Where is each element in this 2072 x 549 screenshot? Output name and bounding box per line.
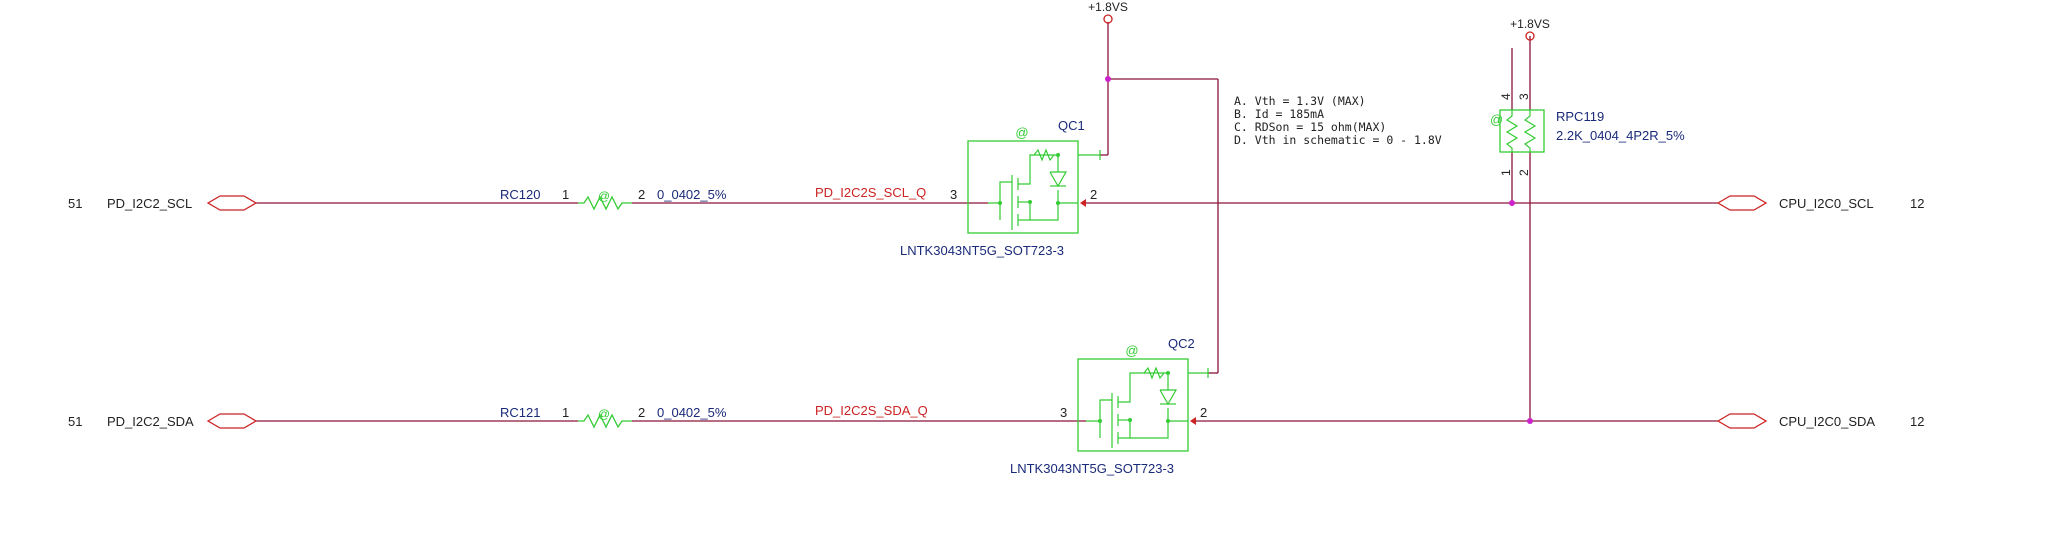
resistor-pack-pin1: 1 (1499, 169, 1513, 176)
power-label: +1.8VS (1510, 17, 1550, 31)
resistor-pack-rpc119: @ 4 3 1 2 RPC119 2.2K_0404_4P2R_5% (1490, 93, 1685, 176)
nmos-transistor-icon (1086, 366, 1209, 448)
port-sheet-number: 12 (1910, 414, 1924, 429)
mosfet-pin3: 3 (1060, 405, 1067, 420)
nmos-transistor-icon (988, 148, 1101, 230)
mosfet-at-marker: @ (1015, 125, 1028, 140)
resistor-pin1: 1 (562, 405, 569, 420)
mosfet-body (1077, 358, 1189, 452)
power-symbol-left: +1.8VS (1088, 0, 1128, 24)
wires (256, 22, 1718, 422)
mosfet-pin2: 2 (1200, 405, 1207, 420)
port-name: PD_I2C2_SDA (107, 414, 194, 429)
resistor-zigzag-icon (1505, 110, 1519, 152)
mosfet-pin3: 3 (950, 187, 957, 202)
resistor-zigzag-icon (578, 413, 632, 429)
resistor-pack-pin2: 2 (1517, 169, 1531, 176)
port-name: CPU_I2C0_SDA (1779, 414, 1875, 429)
port-sheet-number: 51 (68, 414, 82, 429)
net-label-sda-q: PD_I2C2S_SDA_Q (815, 403, 928, 418)
power-symbol-right: +1.8VS (1510, 17, 1550, 41)
right-port-scl: CPU_I2C0_SCL 12 (1716, 195, 1924, 211)
note-line: C. RDSon = 15 ohm(MAX) (1234, 120, 1386, 134)
resistor-rc121: RC121 1 @ 2 0_0402_5% (500, 405, 727, 429)
resistor-zigzag-icon (1523, 110, 1537, 152)
port-connector-icon (206, 413, 258, 429)
note-line: A. Vth = 1.3V (MAX) (1234, 94, 1366, 108)
resistor-pack-body (1499, 109, 1545, 153)
mosfet-part: LNTK3043NT5G_SOT723-3 (1010, 461, 1174, 476)
mosfet-dots (998, 153, 1060, 205)
left-port-sda: 51 PD_I2C2_SDA (68, 413, 258, 429)
net-label-scl-q: PD_I2C2S_SCL_Q (815, 185, 926, 200)
resistor-ref: RC121 (500, 405, 540, 420)
pin-arrow-icon (1080, 199, 1086, 207)
right-port-sda: CPU_I2C0_SDA 12 (1716, 413, 1924, 429)
left-port-scl: 51 PD_I2C2_SCL (68, 195, 258, 211)
resistor-value: 0_0402_5% (657, 405, 727, 420)
junction-dot (1105, 76, 1111, 82)
mosfet-dots (1098, 371, 1170, 423)
resistor-pack-pin3: 3 (1517, 93, 1531, 100)
resistor-rc120: RC120 1 @ 2 0_0402_5% (500, 187, 727, 211)
mosfet-qc1: QC1 @ 3 2 LNTK3043NT5G_SOT723-3 (900, 118, 1101, 258)
resistor-zigzag-icon (578, 195, 632, 211)
mosfet-ref: QC2 (1168, 336, 1195, 351)
mosfet-qc2: QC2 @ 3 2 LNTK3043NT5G_SOT723-3 (1010, 336, 1209, 476)
port-connector-icon (1716, 195, 1768, 211)
mosfet-ref: QC1 (1058, 118, 1085, 133)
port-sheet-number: 51 (68, 196, 82, 211)
resistor-pack-pin4: 4 (1499, 93, 1513, 100)
resistor-pin2: 2 (638, 187, 645, 202)
mosfet-pin2: 2 (1090, 187, 1097, 202)
resistor-pin2: 2 (638, 405, 645, 420)
resistor-pack-ref: RPC119 (1556, 109, 1604, 124)
junctions (1105, 76, 1533, 424)
resistor-at-marker: @ (598, 407, 610, 421)
port-name: CPU_I2C0_SCL (1779, 196, 1874, 211)
junction-dot (1527, 418, 1533, 424)
resistor-at-marker: @ (598, 189, 610, 203)
resistor-ref: RC120 (500, 187, 540, 202)
port-sheet-number: 12 (1910, 196, 1924, 211)
design-notes: A. Vth = 1.3V (MAX) B. Id = 185mA C. RDS… (1234, 94, 1442, 147)
mosfet-body (967, 140, 1079, 234)
port-name: PD_I2C2_SCL (107, 196, 192, 211)
note-line: B. Id = 185mA (1234, 107, 1324, 121)
power-label: +1.8VS (1088, 0, 1128, 14)
resistor-pin1: 1 (562, 187, 569, 202)
junction-dot (1509, 200, 1515, 206)
mosfet-at-marker: @ (1125, 343, 1138, 358)
note-line: D. Vth in schematic = 0 - 1.8V (1234, 133, 1442, 147)
port-connector-icon (206, 195, 258, 211)
resistor-pack-value: 2.2K_0404_4P2R_5% (1556, 128, 1685, 143)
resistor-pack-at-marker: @ (1490, 112, 1503, 127)
pin-arrow-icon (1190, 417, 1196, 425)
resistor-value: 0_0402_5% (657, 187, 727, 202)
port-connector-icon (1716, 413, 1768, 429)
mosfet-part: LNTK3043NT5G_SOT723-3 (900, 243, 1064, 258)
